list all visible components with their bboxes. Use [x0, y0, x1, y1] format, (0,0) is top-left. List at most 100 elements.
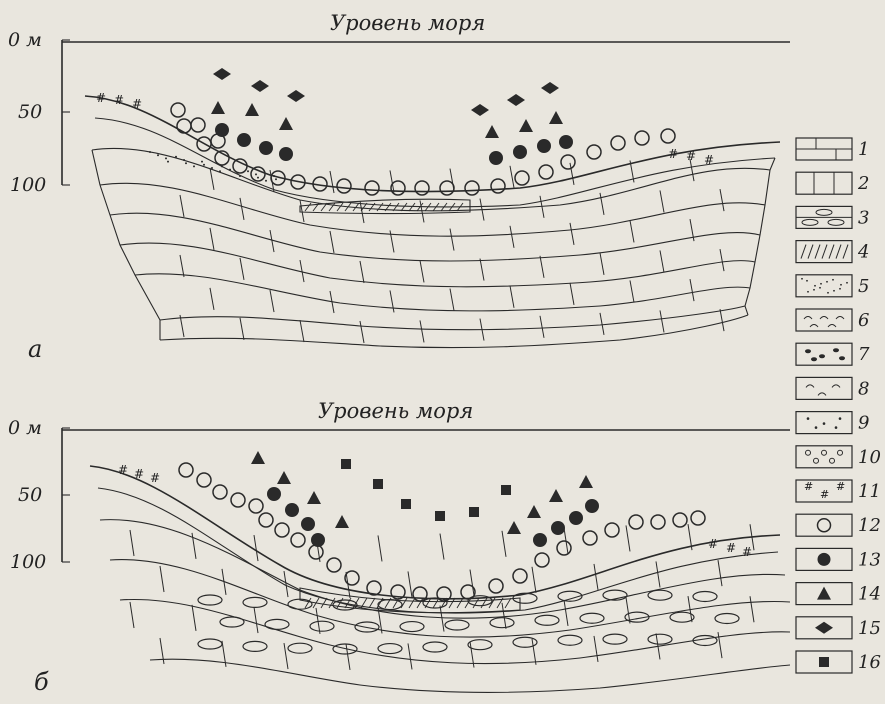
open-circle — [611, 136, 625, 150]
sand-dot — [273, 175, 275, 177]
joint — [192, 533, 196, 559]
swatch-mark — [828, 325, 836, 328]
triangle — [307, 491, 321, 504]
legend-number: 14 — [858, 584, 881, 605]
section-a: 0 м 50 100 Уровень моря а ###### — [8, 11, 790, 363]
joint — [300, 200, 304, 222]
nodule — [310, 621, 334, 631]
nodule — [648, 590, 672, 600]
swatch-mark — [838, 450, 843, 455]
sand-dot — [239, 175, 241, 177]
joint — [284, 643, 288, 669]
open-circle — [513, 569, 527, 583]
legend-swatch — [796, 514, 852, 536]
sand-dot — [211, 167, 213, 169]
legend-swatch — [796, 446, 852, 468]
section-b-seabed-surface — [90, 466, 780, 599]
open-circle — [629, 515, 643, 529]
nodule — [288, 599, 312, 609]
joint — [630, 280, 634, 302]
joint — [656, 561, 660, 587]
sand-dot — [247, 170, 249, 172]
joint — [180, 195, 184, 217]
joint — [540, 256, 544, 278]
joint — [660, 310, 664, 332]
nodule — [265, 619, 289, 629]
hash-mark: # — [726, 541, 736, 555]
joint — [420, 320, 424, 342]
legend-item-14: 14 — [796, 583, 881, 605]
swatch-mark — [807, 291, 809, 293]
nodule — [513, 637, 537, 647]
hash-mark: # — [96, 91, 106, 105]
hatch-line — [473, 598, 479, 608]
filled-circle — [267, 487, 281, 501]
swatch-mark — [805, 349, 811, 353]
section-a-hash-marks: ###### — [96, 91, 714, 167]
swatch-mark — [846, 282, 848, 284]
joint — [300, 320, 304, 342]
section-a-right-flank — [745, 158, 775, 315]
legend-item-5: 5 — [796, 275, 869, 297]
filled-circle — [301, 517, 315, 531]
nodule — [670, 612, 694, 622]
legend-number: 7 — [858, 344, 870, 365]
triangle — [549, 489, 563, 502]
joint — [594, 636, 598, 662]
hash-mark: # — [668, 147, 678, 161]
diamond — [251, 80, 269, 92]
sand-dot — [201, 161, 203, 163]
open-circle — [515, 171, 529, 185]
nodule — [423, 642, 447, 652]
legend-swatch — [796, 377, 852, 399]
filled-circle — [259, 141, 273, 155]
legend-number: 10 — [858, 447, 881, 468]
legend-number: 15 — [858, 618, 881, 639]
legend-number: 8 — [858, 378, 869, 399]
open-circle — [275, 523, 289, 537]
filled-circle — [537, 139, 551, 153]
joint — [270, 290, 274, 312]
swatch-mark — [818, 393, 826, 396]
joint — [594, 564, 598, 590]
legend-item-3: 3 — [796, 206, 869, 228]
joint — [510, 226, 514, 248]
diamond — [471, 104, 489, 116]
swatch-mark — [826, 281, 828, 283]
joint — [180, 255, 184, 277]
hash-mark: # — [114, 93, 124, 107]
joint — [390, 290, 394, 312]
joint — [360, 261, 364, 283]
joint — [720, 249, 724, 271]
joint — [130, 602, 134, 628]
swatch-mark — [823, 422, 826, 425]
joint — [130, 530, 134, 556]
legend-item-6: 6 — [796, 309, 869, 331]
swatch-mark — [839, 356, 845, 360]
hatch-line — [409, 598, 415, 608]
filled-circle — [285, 503, 299, 517]
joint — [254, 607, 258, 633]
legend-number: 1 — [858, 139, 869, 160]
joint — [346, 644, 350, 670]
square — [469, 507, 479, 517]
joint — [564, 600, 568, 626]
legend-item-7: 7 — [796, 343, 870, 365]
joint — [192, 605, 196, 631]
open-circle — [635, 131, 649, 145]
nodule — [243, 641, 267, 651]
hash-mark: # — [150, 471, 160, 485]
open-circle — [197, 473, 211, 487]
section-b-letter: б — [34, 668, 49, 696]
section-a-bedrock-layer-7 — [160, 315, 748, 348]
joint — [540, 316, 544, 338]
open-circle — [583, 531, 597, 545]
legend-number: 13 — [858, 549, 881, 570]
triangle — [485, 125, 499, 138]
joint — [300, 260, 304, 282]
hash-mark: # — [704, 153, 714, 167]
legend-item-8: 8 — [796, 377, 869, 399]
filled-circle — [237, 133, 251, 147]
section-b-squares — [341, 459, 511, 521]
triangle — [579, 475, 593, 488]
